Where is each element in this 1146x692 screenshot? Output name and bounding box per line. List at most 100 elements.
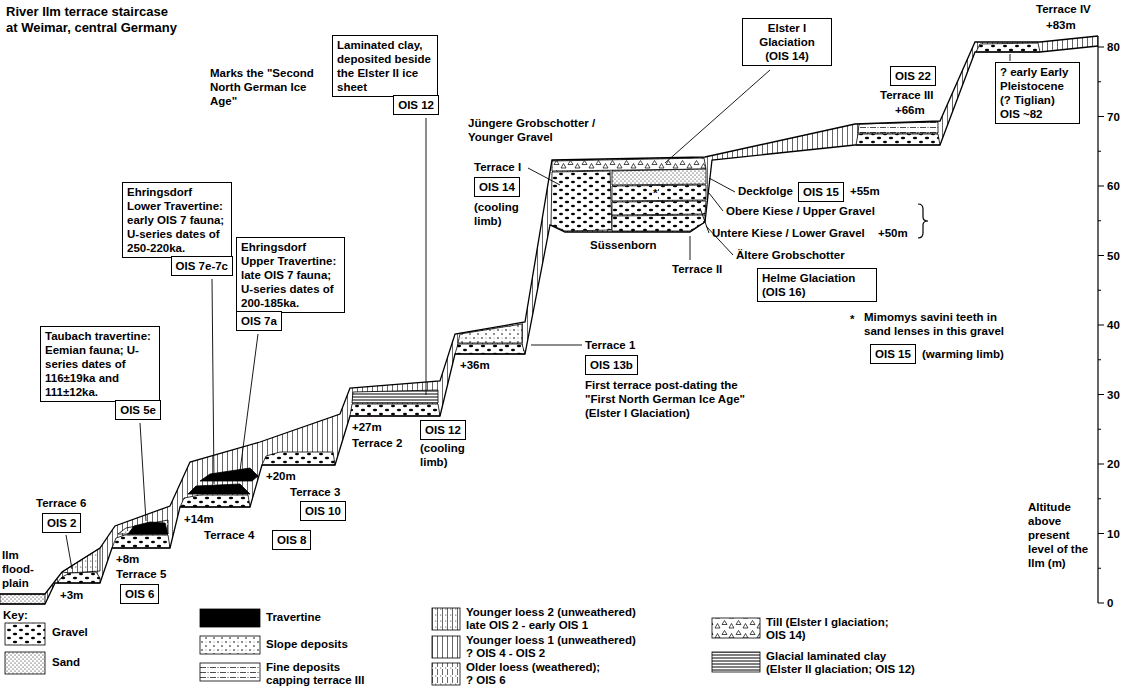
unit-label: Obere Kiese / Upper Gravel bbox=[726, 204, 875, 218]
fossil-marker: * bbox=[652, 186, 658, 200]
axis-label: 20 bbox=[1107, 457, 1120, 471]
note-box: Ehringsdorf Lower Travertine: early OIS … bbox=[122, 182, 232, 258]
ois-box: OIS 2 bbox=[42, 513, 81, 533]
height-label: +3m bbox=[60, 588, 83, 602]
box-text: OIS 7e-7c bbox=[176, 259, 228, 273]
legend-swatch bbox=[200, 663, 260, 681]
legend-swatch bbox=[712, 618, 760, 638]
diagram-title: River Ilm terrace staircase at Weimar, c… bbox=[6, 4, 181, 36]
ois-box: OIS 13b bbox=[585, 355, 638, 375]
legend-swatch bbox=[432, 663, 460, 685]
gravel-layer bbox=[612, 201, 706, 215]
terrace-label: Terrace 1 bbox=[585, 338, 635, 352]
axis-label: 40 bbox=[1107, 318, 1120, 332]
sand-layer bbox=[612, 169, 706, 185]
box-text: OIS 15 bbox=[803, 185, 839, 199]
box-text: Ehringsdorf Lower Travertine: early OIS … bbox=[127, 185, 227, 255]
ois-box: OIS 12 bbox=[393, 95, 439, 115]
axis-label: 70 bbox=[1107, 110, 1120, 124]
legend-text: Younger loess 2 (unweathered) late OIS 2… bbox=[466, 606, 642, 632]
ois-box: OIS 8 bbox=[272, 530, 311, 550]
terrace-label: Terrace III bbox=[880, 88, 934, 102]
box-text: Laminated clay, deposited beside the Els… bbox=[337, 38, 433, 94]
terrace-label: Terrace 3 bbox=[290, 485, 340, 499]
legend-text: Gravel bbox=[52, 626, 88, 639]
annotation: (warming limb) bbox=[922, 347, 1004, 361]
gravel-layer bbox=[856, 134, 940, 145]
laminated-clay-layer bbox=[352, 390, 438, 403]
note-box: Ehringsdorf Upper Travertine: late OIS 7… bbox=[236, 237, 345, 313]
gravel-layer bbox=[976, 43, 1040, 52]
place-label: Süssenborn bbox=[590, 238, 656, 252]
legend-text: Travertine bbox=[266, 611, 321, 624]
altitude-axis bbox=[1098, 36, 1104, 603]
legend-text: Fine deposits capping terrace III bbox=[266, 661, 376, 687]
box-text: OIS 10 bbox=[305, 504, 341, 518]
unit-label: Ältere Grobschotter bbox=[736, 248, 845, 262]
legend-swatch bbox=[432, 636, 460, 658]
terrace-label: Terrace IV bbox=[1036, 2, 1091, 16]
axis-label: 0 bbox=[1107, 596, 1113, 610]
ois-box: OIS 7e-7c bbox=[171, 256, 233, 276]
height-label: +36m bbox=[460, 358, 490, 372]
height-label: +50m bbox=[878, 226, 908, 240]
legend-text: Glacial laminated clay (Elster II glacia… bbox=[766, 650, 921, 676]
box-text: OIS 14 bbox=[479, 180, 515, 194]
axis-title: Altitude above present level of the Ilm … bbox=[1028, 500, 1092, 570]
legend-swatch bbox=[200, 609, 260, 627]
height-label: +14m bbox=[184, 512, 214, 526]
floodplain-sand bbox=[0, 594, 45, 604]
annotation: (cooling limb) bbox=[420, 441, 472, 469]
legend-swatch bbox=[5, 652, 45, 674]
terrace-label: Terrace II bbox=[672, 262, 722, 276]
height-label: +83m bbox=[1046, 18, 1076, 32]
axis-label: 80 bbox=[1107, 40, 1120, 54]
box-text: OIS 2 bbox=[47, 516, 76, 530]
travertine-layer bbox=[128, 522, 168, 534]
ois-box: OIS 14 bbox=[474, 177, 520, 197]
legend-text: Slope deposits bbox=[266, 638, 348, 651]
loess-cover bbox=[0, 36, 1098, 604]
slope-deposit-layer bbox=[458, 324, 522, 343]
gravel-layer bbox=[112, 535, 170, 548]
height-label: +8m bbox=[116, 552, 139, 566]
box-text: OIS 15 bbox=[875, 347, 911, 361]
box-text: ? early Early Pleistocene (? Tiglian) OI… bbox=[1000, 65, 1075, 121]
gravel-layer bbox=[262, 452, 335, 465]
gravel-layer bbox=[180, 495, 250, 507]
legend-swatch bbox=[200, 636, 260, 654]
ois-box: OIS 12 bbox=[420, 420, 466, 440]
glaciation-box: Helme Glaciation (OIS 16) bbox=[757, 268, 877, 302]
height-label: +20m bbox=[266, 469, 296, 483]
box-text: OIS 6 bbox=[125, 587, 154, 601]
bedrock-staircase bbox=[0, 46, 1098, 604]
fossil-marker: * bbox=[850, 312, 854, 326]
ois-box: OIS 6 bbox=[120, 584, 159, 604]
unit-label: Deckfolge bbox=[738, 184, 793, 198]
gravel-layer bbox=[612, 215, 705, 231]
terrace-label: Terrace 5 bbox=[116, 567, 166, 581]
legend-swatch bbox=[5, 623, 45, 645]
height-label: +66m bbox=[895, 103, 925, 117]
gravel-brace bbox=[918, 204, 928, 238]
ground-surface bbox=[0, 36, 1098, 594]
box-text: OIS 12 bbox=[425, 423, 461, 437]
note-box: ? early Early Pleistocene (? Tiglian) OI… bbox=[995, 62, 1080, 124]
legend-text: Older loess (weathered); ? OIS 6 bbox=[466, 661, 605, 687]
box-text: Elster I Glaciation (OIS 14) bbox=[747, 21, 827, 63]
gravel-layer bbox=[612, 185, 706, 201]
box-text: Ehringsdorf Upper Travertine: late OIS 7… bbox=[241, 240, 340, 310]
box-text: Helme Glaciation (OIS 16) bbox=[762, 271, 872, 299]
box-text: Taubach travertine: Eemian fauna; U-seri… bbox=[45, 329, 155, 399]
box-text: OIS 8 bbox=[277, 533, 306, 547]
gravel-layer bbox=[455, 344, 525, 354]
box-text: OIS 5e bbox=[120, 403, 156, 417]
glaciation-box: Elster I Glaciation (OIS 14) bbox=[742, 18, 832, 66]
annotation: First terrace post-dating the "First Nor… bbox=[585, 378, 755, 420]
terrace-label: Terrace 4 bbox=[204, 528, 254, 542]
note-box: Taubach travertine: Eemian fauna; U-seri… bbox=[40, 326, 160, 402]
axis-label: 50 bbox=[1107, 249, 1120, 263]
ois-box: OIS 5e bbox=[115, 400, 161, 420]
